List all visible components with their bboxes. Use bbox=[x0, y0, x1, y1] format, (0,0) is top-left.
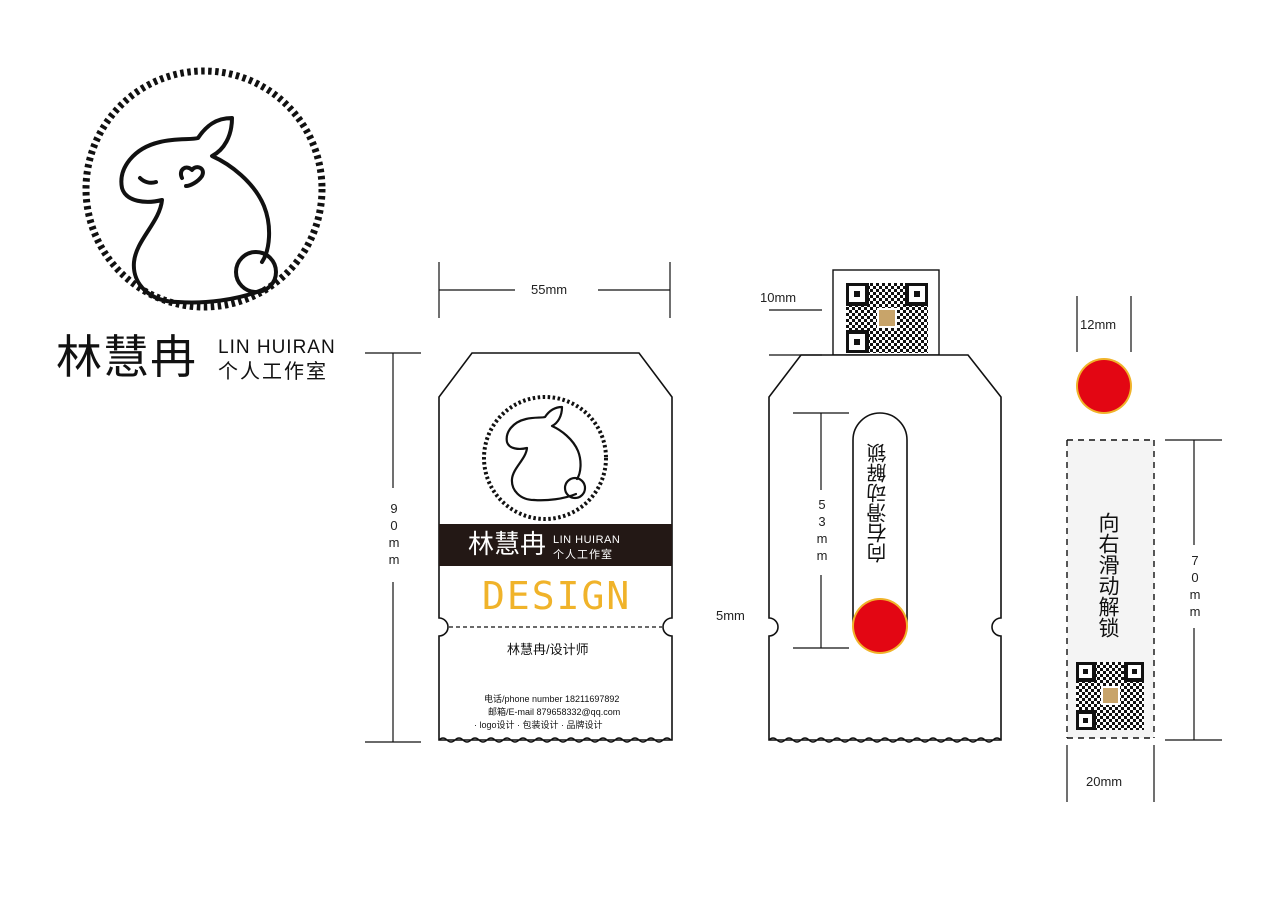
strip-width-label: 20mm bbox=[1086, 774, 1123, 789]
sleeve-notch-label: 5mm bbox=[716, 608, 745, 623]
rabbit-icon bbox=[119, 116, 278, 305]
email-line: 邮箱/E-mail 879658332@qq.com bbox=[488, 707, 621, 717]
brand-studio: 个人工作室 bbox=[218, 359, 328, 383]
strip-height-label: 70mm bbox=[1189, 553, 1201, 619]
sleeve-dimension-lines bbox=[769, 309, 849, 649]
front-height-label: 90mm bbox=[388, 501, 400, 567]
brand-name-en: LIN HUIRAN bbox=[218, 337, 336, 358]
phone-line: 电话/phone number 18211697892 bbox=[484, 694, 620, 704]
front-width-label: 55mm bbox=[531, 282, 568, 297]
front-card bbox=[438, 352, 673, 743]
designer-title: 林慧冉/设计师 bbox=[507, 642, 589, 657]
strip-slider-text: 向右滑动解锁 bbox=[1096, 512, 1120, 638]
qr-code-sleeve bbox=[845, 282, 929, 354]
strip-circle-label: 12mm bbox=[1080, 317, 1117, 332]
card-brand-name-en: LIN HUIRAN bbox=[553, 534, 621, 546]
sleeve-slot-label: 53mm bbox=[816, 497, 828, 563]
design-word: DESIGN bbox=[482, 574, 632, 618]
strip-dimension-lines bbox=[1066, 296, 1222, 802]
sleeve-slider-text: 向右滑动解锁 bbox=[866, 443, 890, 563]
card-brand-name-cn: 林慧冉 bbox=[468, 530, 547, 560]
logo-emblem bbox=[82, 67, 326, 311]
front-dimension-lines bbox=[365, 262, 671, 743]
sleeve-qr-label: 10mm bbox=[760, 290, 797, 305]
qr-code-strip bbox=[1075, 661, 1145, 731]
services-line: · logo设计 · 包装设计 · 品牌设计 bbox=[474, 720, 603, 730]
card-rabbit-icon bbox=[505, 405, 587, 502]
brand-name-cn: 林慧冉 bbox=[56, 330, 197, 384]
card-brand-studio: 个人工作室 bbox=[553, 548, 613, 561]
